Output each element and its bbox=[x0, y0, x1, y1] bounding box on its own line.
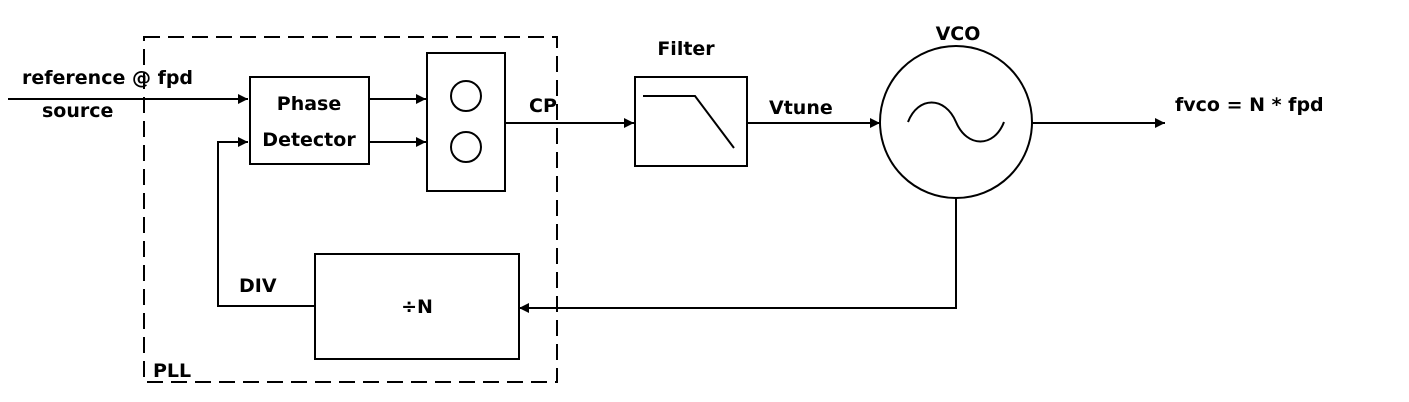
charge-pump-source-down bbox=[450, 131, 482, 163]
phase-detector-label-line1: Phase bbox=[277, 93, 341, 115]
reference-label-line2: source bbox=[42, 100, 113, 122]
output-frequency-label: fvco = N * fpd bbox=[1175, 94, 1324, 116]
pll-label: PLL bbox=[153, 360, 191, 382]
cp-label: CP bbox=[529, 95, 557, 117]
pll-boundary bbox=[143, 36, 558, 383]
filter-block bbox=[634, 76, 748, 167]
div-feedback-line bbox=[217, 137, 315, 307]
phase-detector-block bbox=[249, 76, 370, 165]
charge-pump-source-up bbox=[450, 80, 482, 112]
reference-label-line1: reference @ fpd bbox=[22, 67, 193, 89]
vco-feedback-line bbox=[519, 198, 957, 313]
divider-block bbox=[314, 253, 520, 360]
lowpass-response-icon bbox=[643, 95, 735, 149]
charge-pump-block bbox=[426, 52, 506, 192]
sine-wave-icon bbox=[907, 101, 1005, 143]
vco-label: VCO bbox=[936, 23, 981, 45]
vtune-label: Vtune bbox=[769, 97, 833, 119]
divider-label: ÷N bbox=[401, 296, 433, 318]
phase-detector-label-line2: Detector bbox=[262, 129, 356, 151]
filter-label: Filter bbox=[657, 38, 715, 60]
div-label: DIV bbox=[239, 275, 277, 297]
